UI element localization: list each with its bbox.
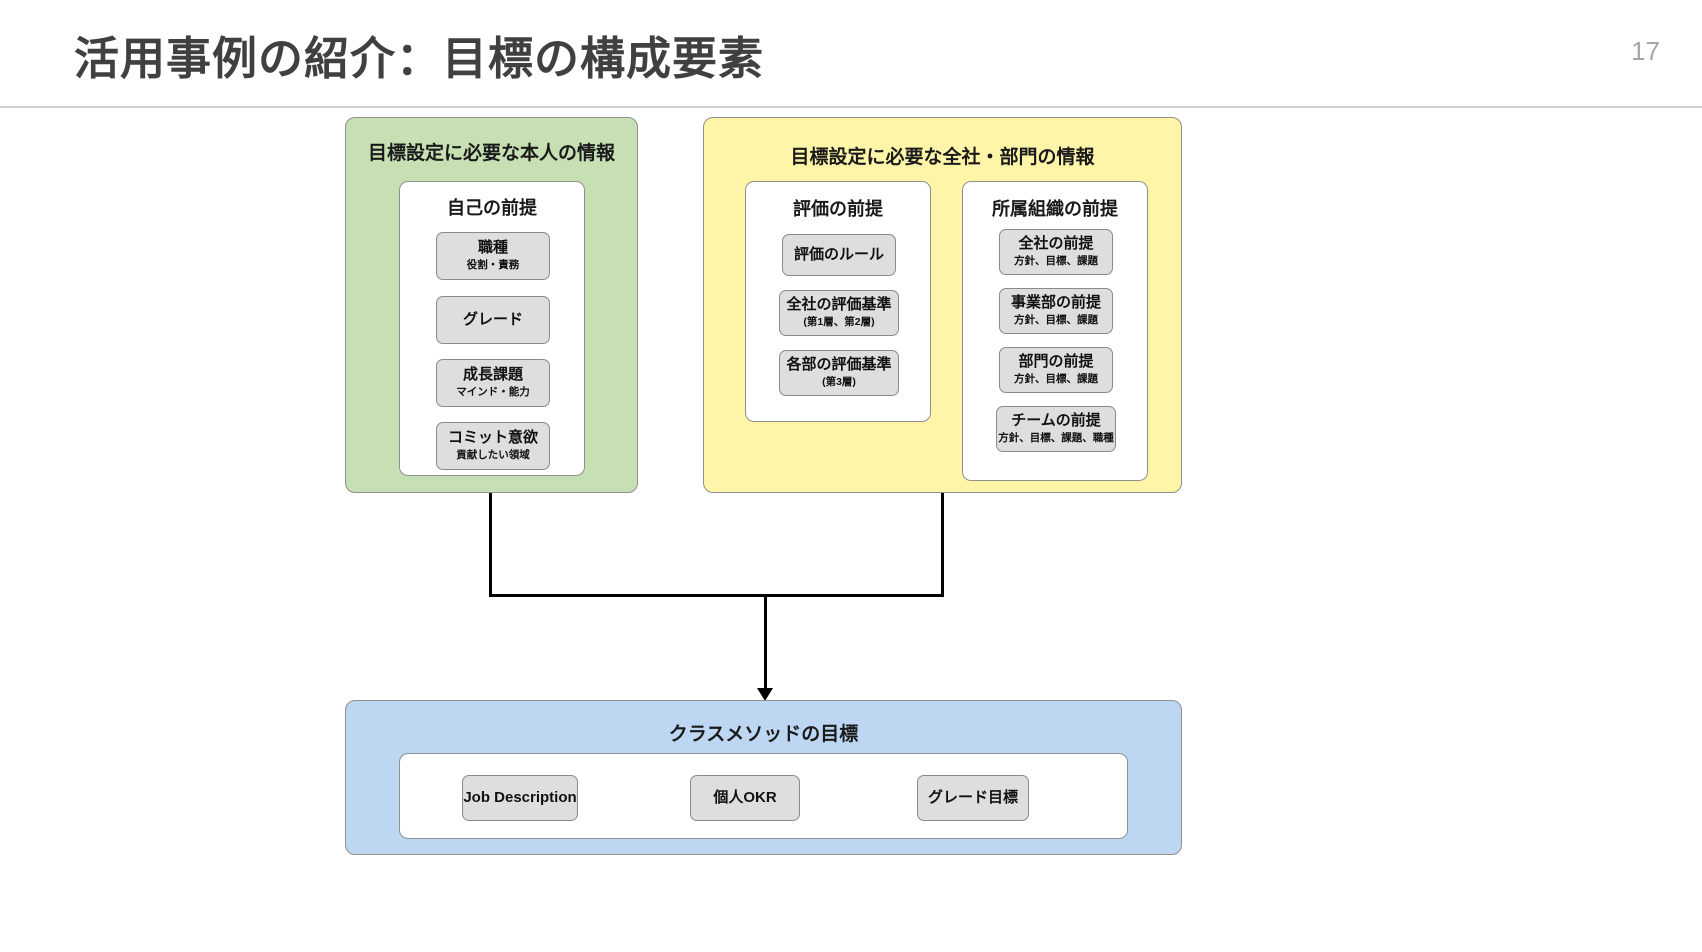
node-company-eval-standard-title: 全社の評価基準 xyxy=(786,296,892,314)
node-job-type[interactable]: 職種 役割・責務 xyxy=(436,232,550,280)
panel-personal-info: 目標設定に必要な本人の情報 自己の前提 職種 役割・責務 グレード 成長課題 マ… xyxy=(345,117,638,493)
panel-classmethod-goal-title: クラスメソッドの目標 xyxy=(668,724,859,745)
node-company-eval-standard[interactable]: 全社の評価基準 (第1層、第2層) xyxy=(779,290,899,336)
panel-classmethod-goal: クラスメソッドの目標 Job Description 個人OKR グレード目標 xyxy=(345,700,1182,855)
connector-yellow-vertical xyxy=(941,493,944,597)
node-division-eval-standard-subtitle: (第3層) xyxy=(822,375,856,388)
node-commitment-title: コミット意欲 xyxy=(447,429,538,447)
node-personal-okr-title: 個人OKR xyxy=(713,788,777,806)
page-title: 活用事例の紹介：目標の構成要素 xyxy=(74,33,765,84)
node-team-premise-subtitle: 方針、目標、課題、職種 xyxy=(998,431,1114,444)
group-organization-premise: 所属組織の前提 全社の前提 方針、目標、課題 事業部の前提 方針、目標、課題 部… xyxy=(962,181,1148,481)
node-grade-title: グレード xyxy=(462,310,523,328)
page-number: 17 xyxy=(1631,36,1660,66)
group-evaluation-premise-title: 評価の前提 xyxy=(793,199,883,219)
node-growth-task-title: 成長課題 xyxy=(462,366,523,384)
node-company-premise[interactable]: 全社の前提 方針、目標、課題 xyxy=(999,229,1113,275)
connector-arrowhead-icon xyxy=(757,688,773,701)
panel-company-dept-info-title: 目標設定に必要な全社・部門の情報 xyxy=(790,147,1095,168)
node-department-premise-title: 部門の前提 xyxy=(1018,353,1094,371)
node-company-premise-title: 全社の前提 xyxy=(1018,235,1094,253)
node-growth-task-subtitle: マインド・能力 xyxy=(456,385,530,398)
node-grade-goal-title: グレード目標 xyxy=(927,788,1018,806)
node-division-eval-standard[interactable]: 各部の評価基準 (第3層) xyxy=(779,350,899,396)
node-grade[interactable]: グレード xyxy=(436,296,550,344)
node-commitment-subtitle: 貢献したい領域 xyxy=(456,448,530,461)
node-company-eval-standard-subtitle: (第1層、第2層) xyxy=(803,315,875,328)
node-team-premise[interactable]: チームの前提 方針、目標、課題、職種 xyxy=(996,406,1116,452)
node-growth-task[interactable]: 成長課題 マインド・能力 xyxy=(436,359,550,407)
node-company-premise-subtitle: 方針、目標、課題 xyxy=(1014,254,1098,267)
group-organization-premise-title: 所属組織の前提 xyxy=(992,199,1118,219)
node-business-unit-premise[interactable]: 事業部の前提 方針、目標、課題 xyxy=(999,288,1113,334)
node-evaluation-rule[interactable]: 評価のルール xyxy=(782,234,896,276)
node-job-description[interactable]: Job Description xyxy=(462,775,578,821)
node-personal-okr[interactable]: 個人OKR xyxy=(690,775,800,821)
connector-green-vertical xyxy=(489,493,492,597)
node-division-eval-standard-title: 各部の評価基準 xyxy=(786,356,892,374)
node-evaluation-rule-title: 評価のルール xyxy=(793,245,884,263)
node-department-premise[interactable]: 部門の前提 方針、目標、課題 xyxy=(999,347,1113,393)
node-grade-goal[interactable]: グレード目標 xyxy=(917,775,1029,821)
node-team-premise-title: チームの前提 xyxy=(1011,412,1101,430)
slide-header: 活用事例の紹介：目標の構成要素 17 xyxy=(0,0,1702,108)
group-evaluation-premise: 評価の前提 評価のルール 全社の評価基準 (第1層、第2層) 各部の評価基準 (… xyxy=(745,181,931,422)
group-self-premise-title: 自己の前提 xyxy=(447,198,537,218)
group-self-premise: 自己の前提 職種 役割・責務 グレード 成長課題 マインド・能力 コミット意欲 … xyxy=(399,181,585,476)
connector-center-vertical xyxy=(764,594,767,690)
panel-company-dept-info: 目標設定に必要な全社・部門の情報 評価の前提 評価のルール 全社の評価基準 (第… xyxy=(703,117,1182,493)
node-job-type-subtitle: 役割・責務 xyxy=(466,258,520,271)
node-job-type-title: 職種 xyxy=(477,239,508,257)
node-business-unit-premise-title: 事業部の前提 xyxy=(1010,294,1101,312)
panel-personal-info-title: 目標設定に必要な本人の情報 xyxy=(367,143,615,164)
connector-horizontal xyxy=(489,594,944,597)
group-classmethod-goal-items: Job Description 個人OKR グレード目標 xyxy=(399,753,1128,839)
node-job-description-title: Job Description xyxy=(463,788,577,806)
diagram-canvas: 目標設定に必要な本人の情報 自己の前提 職種 役割・責務 グレード 成長課題 マ… xyxy=(0,108,1702,952)
node-department-premise-subtitle: 方針、目標、課題 xyxy=(1014,372,1098,385)
node-business-unit-premise-subtitle: 方針、目標、課題 xyxy=(1014,313,1098,326)
node-commitment[interactable]: コミット意欲 貢献したい領域 xyxy=(436,422,550,470)
